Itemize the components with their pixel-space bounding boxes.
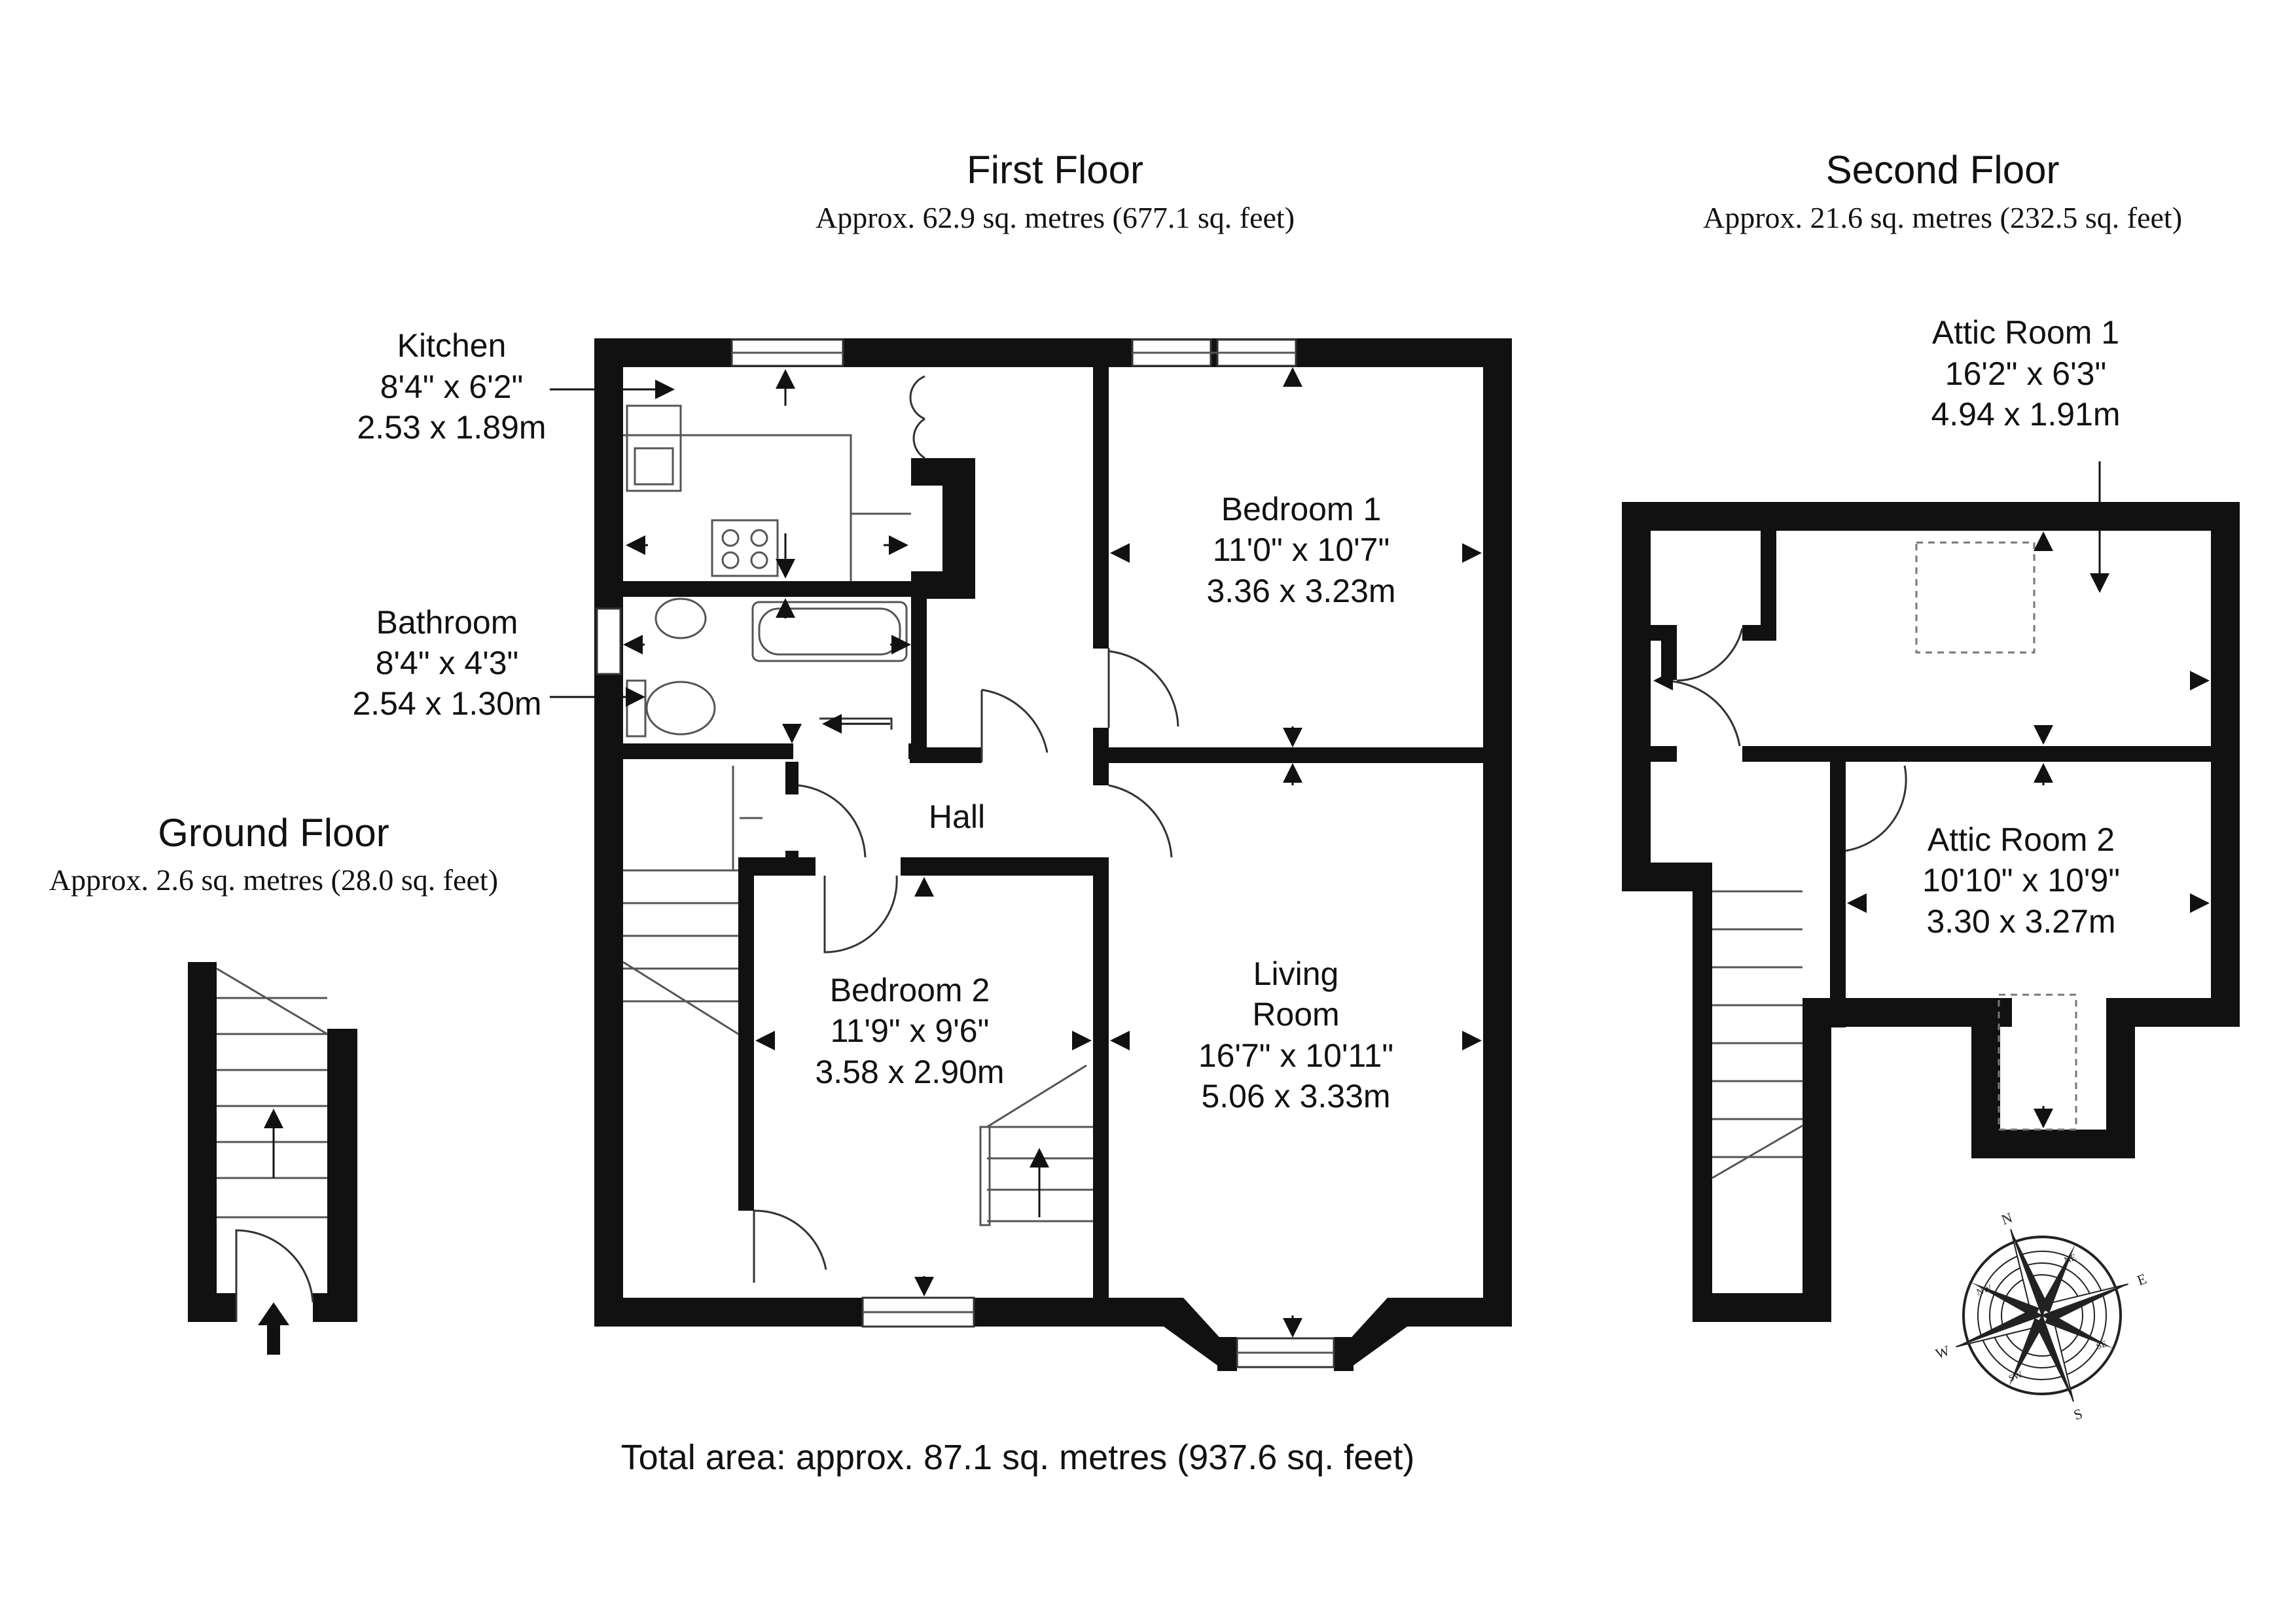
living-name-line1: Living [1253, 955, 1339, 992]
second-floor-area: Approx. 21.6 sq. metres (232.5 sq. feet) [1703, 201, 2182, 234]
second-floor-title: Second Floor [1826, 148, 2060, 192]
kitchen-label: Kitchen 8'4" x 6'2" 2.53 x 1.89m [357, 327, 546, 446]
attic2-label: Attic Room 2 10'10" x 10'9" 3.30 x 3.27m [1922, 821, 2120, 940]
second-floor-stairs [1712, 890, 1803, 1179]
bathroom-name: Bathroom [376, 604, 518, 641]
dimension-arrows [550, 367, 2210, 1338]
compass-rose-icon: N E S W NE SE SW NW [1933, 1209, 2149, 1423]
ground-floor-title: Ground Floor [158, 811, 389, 855]
attic-door-2 [1660, 679, 1741, 747]
first-floor-title: First Floor [967, 148, 1143, 192]
attic1-imperial: 16'2" x 6'3" [1945, 355, 2106, 392]
compass-n: N [1999, 1209, 2015, 1228]
bathroom-metric: 2.54 x 1.30m [352, 685, 541, 722]
second-floor-plan [1622, 502, 2240, 1322]
ground-floor-area: Approx. 2.6 sq. metres (28.0 sq. feet) [49, 863, 498, 897]
living-imperial: 16'7" x 10'11" [1198, 1037, 1393, 1074]
attic-door-1 [1676, 628, 1744, 682]
first-floor-plan [594, 338, 1512, 1371]
east-wall [1483, 338, 1512, 1327]
bedroom2-door [823, 875, 898, 954]
hall-cupboard-door [798, 784, 867, 858]
kitchen-name: Kitchen [397, 327, 507, 364]
attic1-metric: 4.94 x 1.91m [1931, 396, 2120, 433]
attic1-name: Attic Room 1 [1932, 314, 2119, 351]
west-wall [594, 338, 623, 1327]
south-wall-right [1407, 1298, 1512, 1327]
basin-icon [655, 597, 707, 639]
attic2-name: Attic Room 2 [1928, 821, 2115, 858]
bathroom-imperial: 8'4" x 4'3" [376, 645, 519, 681]
bedroom1-door [1107, 648, 1179, 728]
first-floor-area: Approx. 62.9 sq. metres (677.1 sq. feet) [816, 201, 1295, 234]
bedroom2-imperial: 11'9" x 9'6" [831, 1012, 990, 1049]
compass-s: S [2072, 1405, 2085, 1423]
compass-w: W [1933, 1342, 1952, 1362]
kitchen-imperial: 8'4" x 6'2" [380, 368, 524, 405]
kitchen-fittings [623, 375, 925, 581]
sink-icon [626, 404, 682, 492]
living-name-line2: Room [1252, 996, 1339, 1033]
second-floor-heading: Second Floor Approx. 21.6 sq. metres (23… [1703, 148, 2182, 234]
bedroom2-metric: 3.58 x 2.90m [815, 1054, 1004, 1090]
compass-e: E [2135, 1270, 2149, 1289]
attic2-imperial: 10'10" x 10'9" [1922, 862, 2120, 899]
hall-name: Hall [929, 798, 985, 835]
bathroom-window [596, 607, 622, 675]
bathroom-label: Bathroom 8'4" x 4'3" 2.54 x 1.30m [352, 604, 541, 722]
entrance-arrow-icon [258, 1302, 289, 1355]
bedroom1-label: Bedroom 1 11'0" x 10'7" 3.36 x 3.23m [1206, 491, 1395, 609]
bedroom2-label: Bedroom 2 11'9" x 9'6" 3.58 x 2.90m [815, 972, 1004, 1090]
bedroom2-cupboard-door [753, 1209, 827, 1283]
velux-window-1 [1915, 541, 2036, 654]
compass-se: SE [2095, 1339, 2108, 1352]
attic2-metric: 3.30 x 3.27m [1926, 903, 2115, 940]
hob-icon [711, 519, 779, 577]
bedroom1-imperial: 11'0" x 10'7" [1213, 531, 1390, 568]
compass-ne: NE [2063, 1253, 2078, 1266]
total-area: Total area: approx. 87.1 sq. metres (937… [621, 1438, 1415, 1477]
cupboard-door [909, 375, 925, 459]
bedroom1-name: Bedroom 1 [1221, 491, 1382, 527]
bath-icon [751, 601, 908, 662]
hall-label: Hall [929, 798, 985, 835]
ground-floor-plan [188, 962, 357, 1355]
ground-entrance-door [235, 1229, 314, 1322]
living-label: Living Room 16'7" x 10'11" 5.06 x 3.33m [1198, 955, 1393, 1115]
ground-floor-heading: Ground Floor Approx. 2.6 sq. metres (28.… [49, 811, 498, 897]
kitchen-metric: 2.53 x 1.89m [357, 409, 546, 446]
first-floor-stairs [622, 766, 762, 1035]
bathroom-door-slide [819, 717, 893, 730]
toilet-icon [645, 681, 716, 736]
first-floor-heading: First Floor Approx. 62.9 sq. metres (677… [816, 148, 1295, 234]
living-door [1108, 784, 1173, 858]
compass-sw: SW [2007, 1370, 2024, 1384]
velux-window-2 [1998, 993, 2077, 1131]
attic2-door [1845, 765, 1907, 852]
bathroom-door [980, 688, 1049, 762]
bathroom-fittings [626, 597, 908, 738]
bedroom2-name: Bedroom 2 [830, 972, 990, 1008]
living-metric: 5.06 x 3.33m [1201, 1078, 1390, 1115]
attic1-label: Attic Room 1 16'2" x 6'3" 4.94 x 1.91m [1931, 314, 2120, 433]
bedroom1-metric: 3.36 x 3.23m [1206, 573, 1395, 609]
bedroom2-stairs [979, 1064, 1093, 1226]
ground-stairs [216, 967, 328, 1219]
